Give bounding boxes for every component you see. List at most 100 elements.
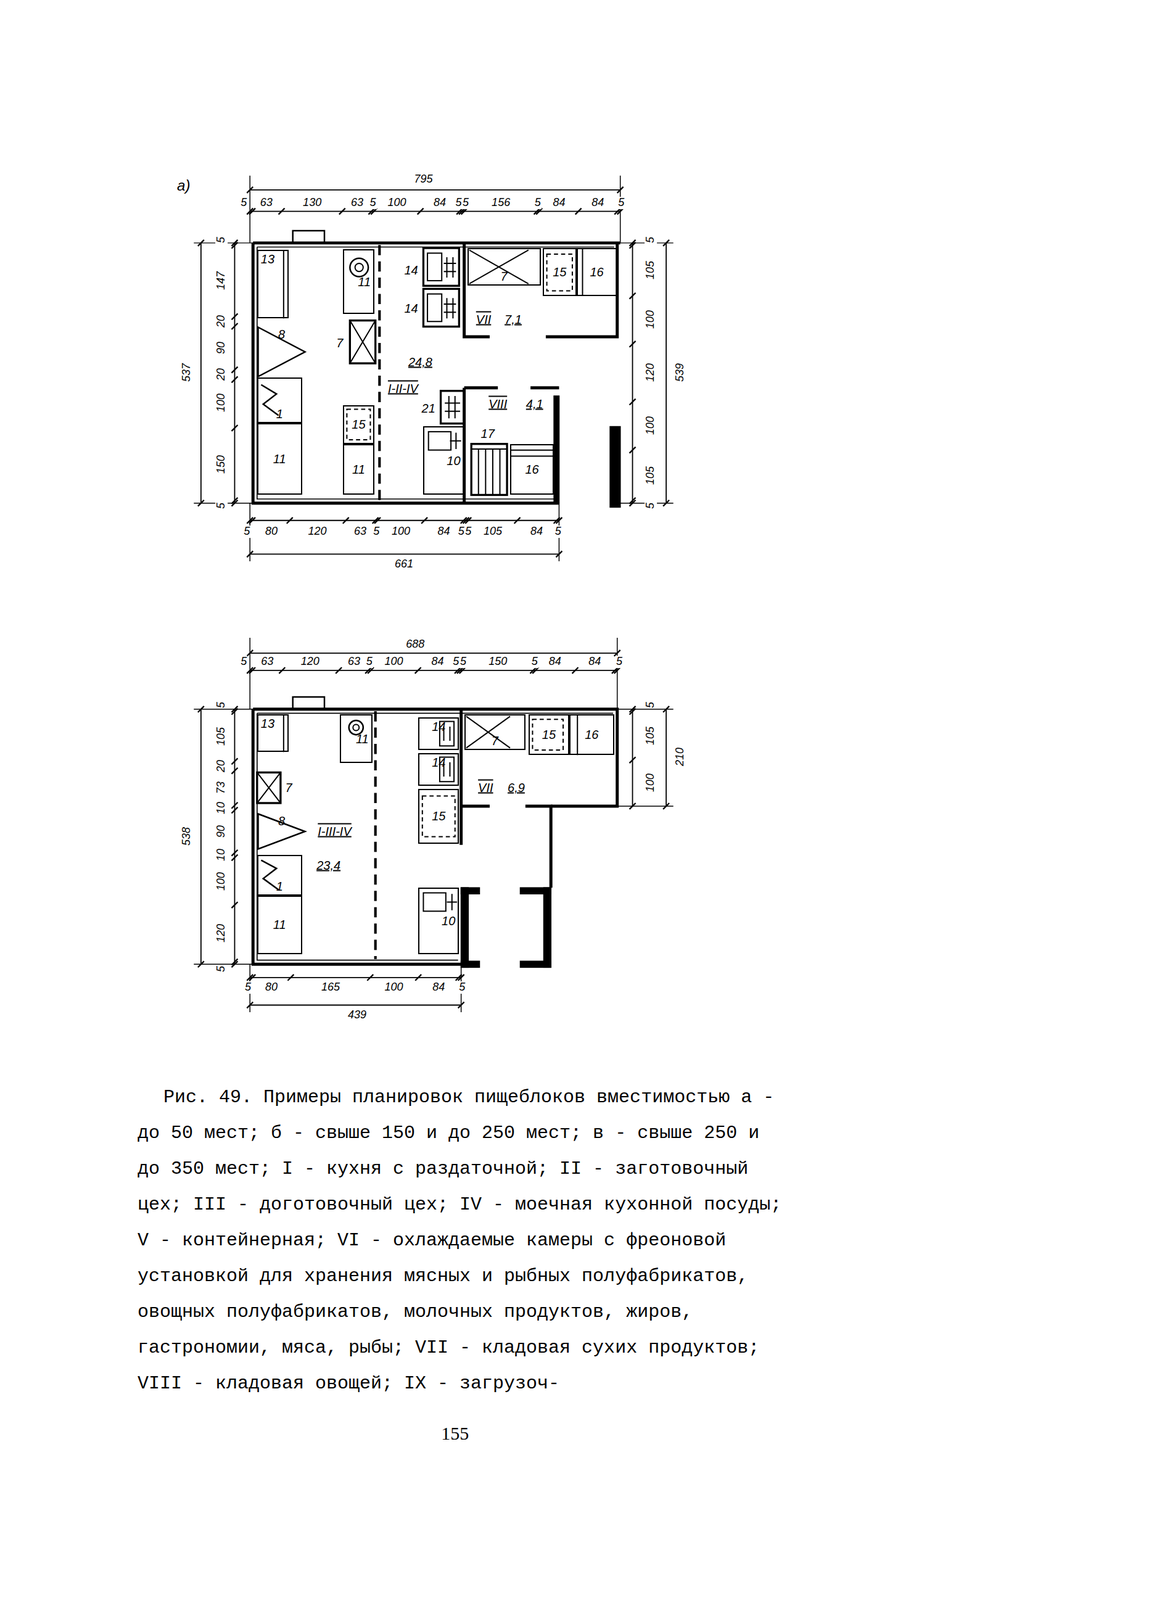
callout-number: 7 bbox=[284, 780, 293, 795]
dimension-label: 165 bbox=[320, 981, 341, 994]
dimension-label: 5 bbox=[644, 236, 657, 244]
inner-dashed-box bbox=[346, 408, 371, 440]
dimension-line bbox=[632, 709, 634, 807]
equipment-number: 14 bbox=[431, 756, 446, 769]
room-label: 4,1 bbox=[525, 397, 544, 412]
equipment-box: 11 bbox=[339, 714, 373, 763]
room-label: 23,4 bbox=[315, 857, 342, 873]
equipment-number: 16 bbox=[590, 265, 604, 279]
wall bbox=[459, 709, 463, 845]
dimension-tick bbox=[278, 667, 285, 674]
dimension-tick bbox=[629, 292, 636, 300]
dimension-label: 20 bbox=[215, 759, 228, 773]
stair-lines bbox=[471, 449, 507, 495]
room-label: 24,8 bbox=[407, 355, 433, 370]
dimension-label: 105 bbox=[644, 260, 657, 281]
dimension-label: 84 bbox=[552, 196, 566, 210]
inner-dashed-box bbox=[422, 795, 456, 837]
dimension-tick bbox=[286, 517, 293, 524]
dimension-label: 80 bbox=[264, 525, 279, 538]
dimension-label: 150 bbox=[487, 656, 508, 669]
equipment-triangle: 8 bbox=[257, 326, 306, 378]
cross-mark bbox=[466, 716, 511, 748]
wall bbox=[252, 243, 559, 504]
equipment-box: 11 bbox=[342, 249, 375, 315]
cross-mark bbox=[469, 249, 529, 284]
inner-line bbox=[283, 714, 285, 752]
room-label: I-II-IV bbox=[387, 381, 419, 396]
dimension-label: 688 bbox=[405, 638, 425, 651]
dimension-tick bbox=[342, 517, 350, 524]
cross-mark bbox=[257, 772, 281, 804]
dimension-tick bbox=[417, 208, 424, 215]
plan-drawing bbox=[193, 175, 673, 1013]
equipment-number: 16 bbox=[524, 463, 539, 476]
dimension-tick bbox=[514, 517, 521, 524]
wall bbox=[464, 387, 560, 504]
dimension-tick bbox=[335, 667, 342, 674]
dimension-label: 5 bbox=[243, 525, 251, 538]
cross-mark bbox=[349, 320, 375, 364]
dimension-tick bbox=[339, 208, 346, 215]
dimension-tick bbox=[461, 208, 468, 215]
dimension-label: 84 bbox=[590, 196, 605, 210]
dimension-tick bbox=[231, 313, 238, 320]
triangle-outline bbox=[257, 327, 305, 377]
equipment-box: 15 bbox=[542, 247, 577, 297]
triangle-outline bbox=[257, 814, 305, 850]
dimension-tick bbox=[532, 667, 539, 674]
equipment-box: 11 bbox=[257, 423, 303, 495]
equipment-box: 7 bbox=[464, 714, 526, 750]
callout-number: 17 bbox=[480, 426, 496, 441]
equipment-number: 10 bbox=[441, 914, 456, 928]
equipment-number: 13 bbox=[260, 252, 275, 266]
dimension-tick bbox=[629, 399, 636, 406]
wall-pier bbox=[520, 960, 552, 968]
dimension-label: 661 bbox=[394, 558, 414, 571]
dimension-line bbox=[249, 189, 620, 191]
dimension-line bbox=[249, 553, 559, 555]
wall-pier bbox=[553, 395, 559, 504]
equipment-number: 16 bbox=[584, 728, 599, 741]
dimension-label: 5 bbox=[452, 656, 460, 669]
equipment-triangle: 8 bbox=[257, 812, 306, 850]
room-label: 7,1 bbox=[503, 312, 523, 327]
dimension-label: 80 bbox=[264, 981, 279, 994]
equipment-number: 11 bbox=[357, 275, 371, 289]
equipment-number: 15 bbox=[552, 265, 567, 279]
dimension-label: 120 bbox=[215, 923, 228, 944]
equipment-number: 7 bbox=[500, 270, 508, 283]
dimension-tick bbox=[231, 424, 238, 432]
dimension-label: 538 bbox=[180, 826, 194, 847]
wall bbox=[461, 806, 552, 888]
dimension-tick bbox=[421, 517, 428, 524]
equipment-number: 11 bbox=[355, 732, 369, 746]
dimension-tick bbox=[287, 974, 294, 981]
dimension-line bbox=[249, 1004, 461, 1006]
dimension-line bbox=[249, 669, 617, 672]
dimension-label: 5 bbox=[215, 701, 228, 709]
dimension-line bbox=[632, 243, 634, 504]
dimension-label: 5 bbox=[215, 236, 228, 244]
extension-line bbox=[193, 964, 253, 965]
dimension-label: 100 bbox=[644, 772, 657, 793]
equipment-box: 16 bbox=[576, 247, 618, 297]
inner-dashed-box bbox=[547, 254, 573, 292]
dimension-tick bbox=[231, 767, 238, 775]
dimension-label: 105 bbox=[644, 465, 657, 486]
vent-duct bbox=[292, 696, 325, 710]
shelf-line bbox=[581, 247, 583, 297]
extension-line bbox=[249, 175, 251, 244]
dimension-label: 100 bbox=[215, 392, 228, 413]
equipment-box: 16 bbox=[510, 444, 554, 496]
dimension-label: 20 bbox=[215, 314, 228, 329]
stair-box bbox=[471, 444, 507, 496]
dimension-label: 5 bbox=[534, 196, 542, 210]
callout-number: 7 bbox=[335, 335, 344, 350]
equipment-number: 8 bbox=[278, 814, 285, 828]
dimension-line bbox=[249, 210, 620, 213]
dimension-label: 5 bbox=[239, 656, 248, 669]
equipment-number: 15 bbox=[542, 728, 556, 741]
equipment-box: 13 bbox=[257, 714, 289, 752]
dimension-label: 5 bbox=[615, 656, 623, 669]
